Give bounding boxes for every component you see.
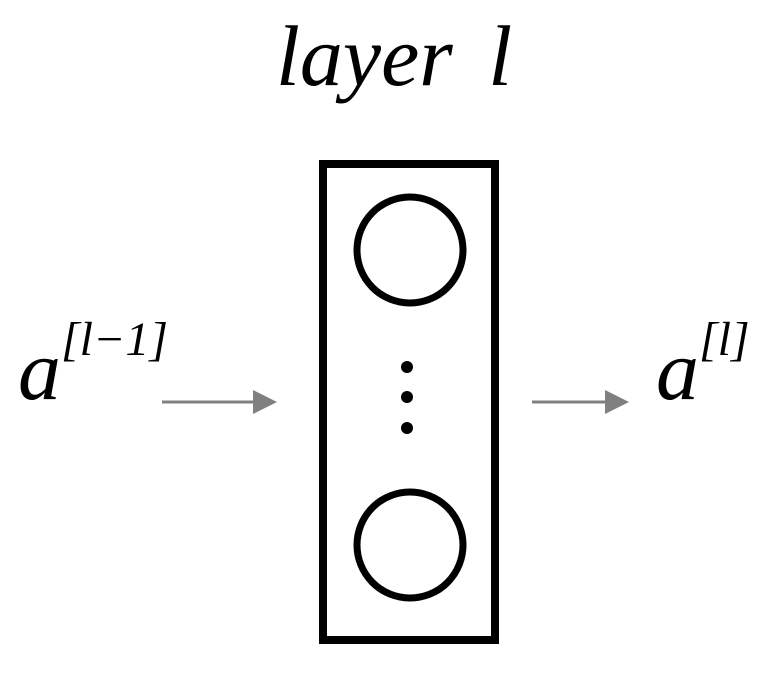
input-superscript: [l−1] [61, 313, 169, 366]
output-base: a [656, 322, 699, 418]
input-base: a [18, 322, 61, 418]
layer-box [319, 160, 499, 644]
neuron-bottom [353, 488, 467, 602]
ellipsis-dot [401, 361, 413, 373]
output-superscript: [l] [699, 313, 750, 366]
ellipsis-dot [401, 391, 413, 403]
output-activation-label: a[l] [656, 313, 750, 420]
layer-title: layer l [276, 8, 513, 104]
input-activation-label: a[l−1] [18, 313, 168, 420]
neuron-top [353, 193, 467, 307]
ellipsis-dot [401, 422, 413, 434]
